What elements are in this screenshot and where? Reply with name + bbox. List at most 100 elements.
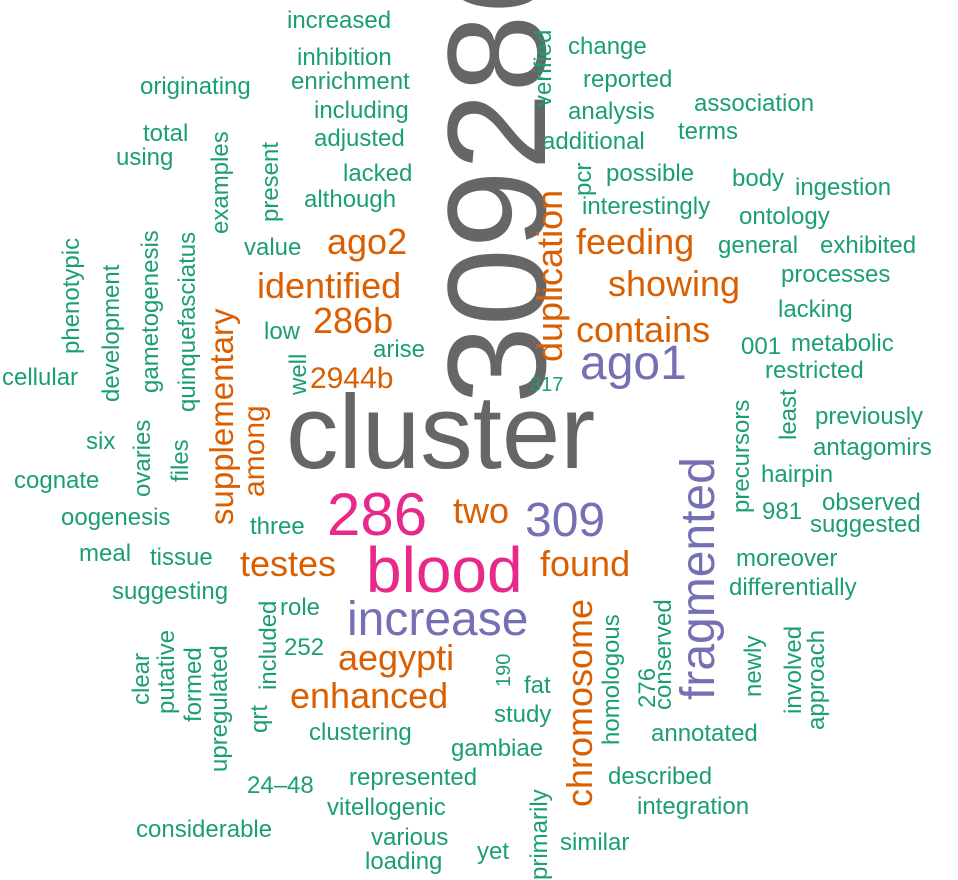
word-pcr: pcr	[570, 162, 597, 196]
word-lacking: lacking	[778, 296, 853, 323]
word-two: two	[453, 490, 510, 531]
word-observed: observed	[822, 489, 921, 516]
word-development: development	[98, 264, 125, 402]
word-gambiae: gambiae	[451, 735, 544, 762]
word-252: 252	[284, 634, 325, 661]
word-primarily: primarily	[526, 789, 553, 880]
word-restricted: restricted	[765, 357, 864, 384]
word-hairpin: hairpin	[761, 461, 834, 488]
word-ovaries: ovaries	[129, 419, 156, 497]
word-showing: showing	[608, 263, 741, 304]
word-total: total	[143, 120, 189, 147]
word-yet: yet	[477, 838, 510, 865]
word-981: 981	[762, 498, 803, 525]
word-found: found	[540, 543, 631, 584]
word-cellular: cellular	[2, 364, 79, 391]
word-lacked: lacked	[343, 160, 413, 187]
word-contains: contains	[576, 309, 711, 350]
word-originating: originating	[140, 73, 251, 100]
word-homologous: homologous	[598, 614, 625, 745]
word-cognate: cognate	[14, 467, 100, 494]
word-possible: possible	[606, 160, 695, 187]
word-317: 317	[530, 374, 564, 396]
word-qrt: qrt	[246, 704, 273, 733]
word-ingestion: ingestion	[795, 174, 892, 201]
word-increase: increase	[347, 593, 529, 646]
word-various: various	[371, 824, 449, 851]
word-suggested: suggested	[810, 511, 921, 538]
word-putative: putative	[153, 629, 180, 714]
word-arise: arise	[373, 336, 426, 363]
word-change: change	[568, 33, 647, 60]
word-286b: 286b	[313, 300, 394, 341]
word-blood: blood	[366, 534, 523, 606]
word-increased: increased	[287, 7, 392, 34]
word-cluster: cluster	[286, 374, 596, 491]
word-analysis: analysis	[568, 98, 655, 125]
word-newly: newly	[740, 635, 767, 697]
word-upregulated: upregulated	[206, 645, 233, 772]
word-fat: fat	[524, 672, 551, 699]
word-inhibition: inhibition	[297, 44, 392, 71]
word-integration: integration	[637, 793, 750, 820]
word-terms: terms	[678, 118, 738, 145]
word-reported: reported	[583, 66, 673, 93]
word-additional: additional	[542, 128, 645, 155]
word-clustering: clustering	[309, 719, 412, 746]
word-chromosome: chromosome	[559, 598, 600, 807]
word-well: well	[285, 353, 312, 395]
word-exhibited: exhibited	[820, 232, 917, 259]
word-gametogenesis: gametogenesis	[137, 230, 164, 393]
word-190: 190	[493, 653, 515, 687]
word-vitellogenic: vitellogenic	[327, 794, 446, 821]
word-meal: meal	[79, 540, 132, 567]
word-body: body	[732, 165, 785, 192]
word-examples: examples	[207, 131, 234, 234]
word-ago1: ago1	[580, 337, 687, 390]
word-testes: testes	[240, 543, 337, 584]
word-supplementary: supplementary	[203, 308, 240, 525]
word-adjusted: adjusted	[314, 125, 405, 152]
word-286: 286	[327, 481, 428, 548]
word-antagomirs: antagomirs	[813, 434, 932, 461]
word-quinquefasciatus: quinquefasciatus	[174, 231, 201, 412]
word-enhanced: enhanced	[290, 675, 449, 716]
word-value: value	[244, 234, 302, 261]
word-differentially: differentially	[729, 574, 857, 601]
word-similar: similar	[560, 829, 630, 856]
word-suggesting: suggesting	[112, 578, 229, 605]
word-previously: previously	[815, 403, 924, 430]
word-24-48: 24–48	[247, 772, 314, 799]
word-files: files	[167, 439, 194, 482]
word-low: low	[264, 318, 301, 345]
word-involved: involved	[780, 625, 807, 714]
word-identified: identified	[257, 265, 402, 306]
word-six: six	[86, 428, 116, 455]
word-described: described	[608, 763, 713, 790]
word-annotated: annotated	[651, 720, 758, 747]
word-ontology: ontology	[739, 203, 830, 230]
word-role: role	[280, 594, 321, 621]
word-2944b: 2944b	[310, 362, 394, 395]
word-including: including	[314, 97, 409, 124]
word-clear: clear	[128, 652, 155, 705]
word-precursors: precursors	[728, 399, 755, 513]
word-enrichment: enrichment	[291, 68, 410, 95]
word-276: 276	[634, 667, 661, 708]
word-considerable: considerable	[136, 816, 273, 843]
word-present: present	[257, 141, 284, 222]
word-loading: loading	[365, 848, 443, 875]
word-feeding: feeding	[576, 221, 695, 262]
word-tissue: tissue	[150, 544, 213, 571]
word-approach: approach	[803, 629, 830, 730]
word-among: among	[238, 405, 271, 497]
word-although: although	[304, 186, 397, 213]
word-phenotypic: phenotypic	[58, 237, 85, 354]
word-aegypti: aegypti	[338, 637, 455, 678]
word-study: study	[494, 701, 552, 728]
word-processes: processes	[781, 261, 891, 288]
word-oogenesis: oogenesis	[61, 504, 171, 531]
word-309: 309	[525, 494, 606, 547]
word-least: least	[775, 389, 802, 440]
